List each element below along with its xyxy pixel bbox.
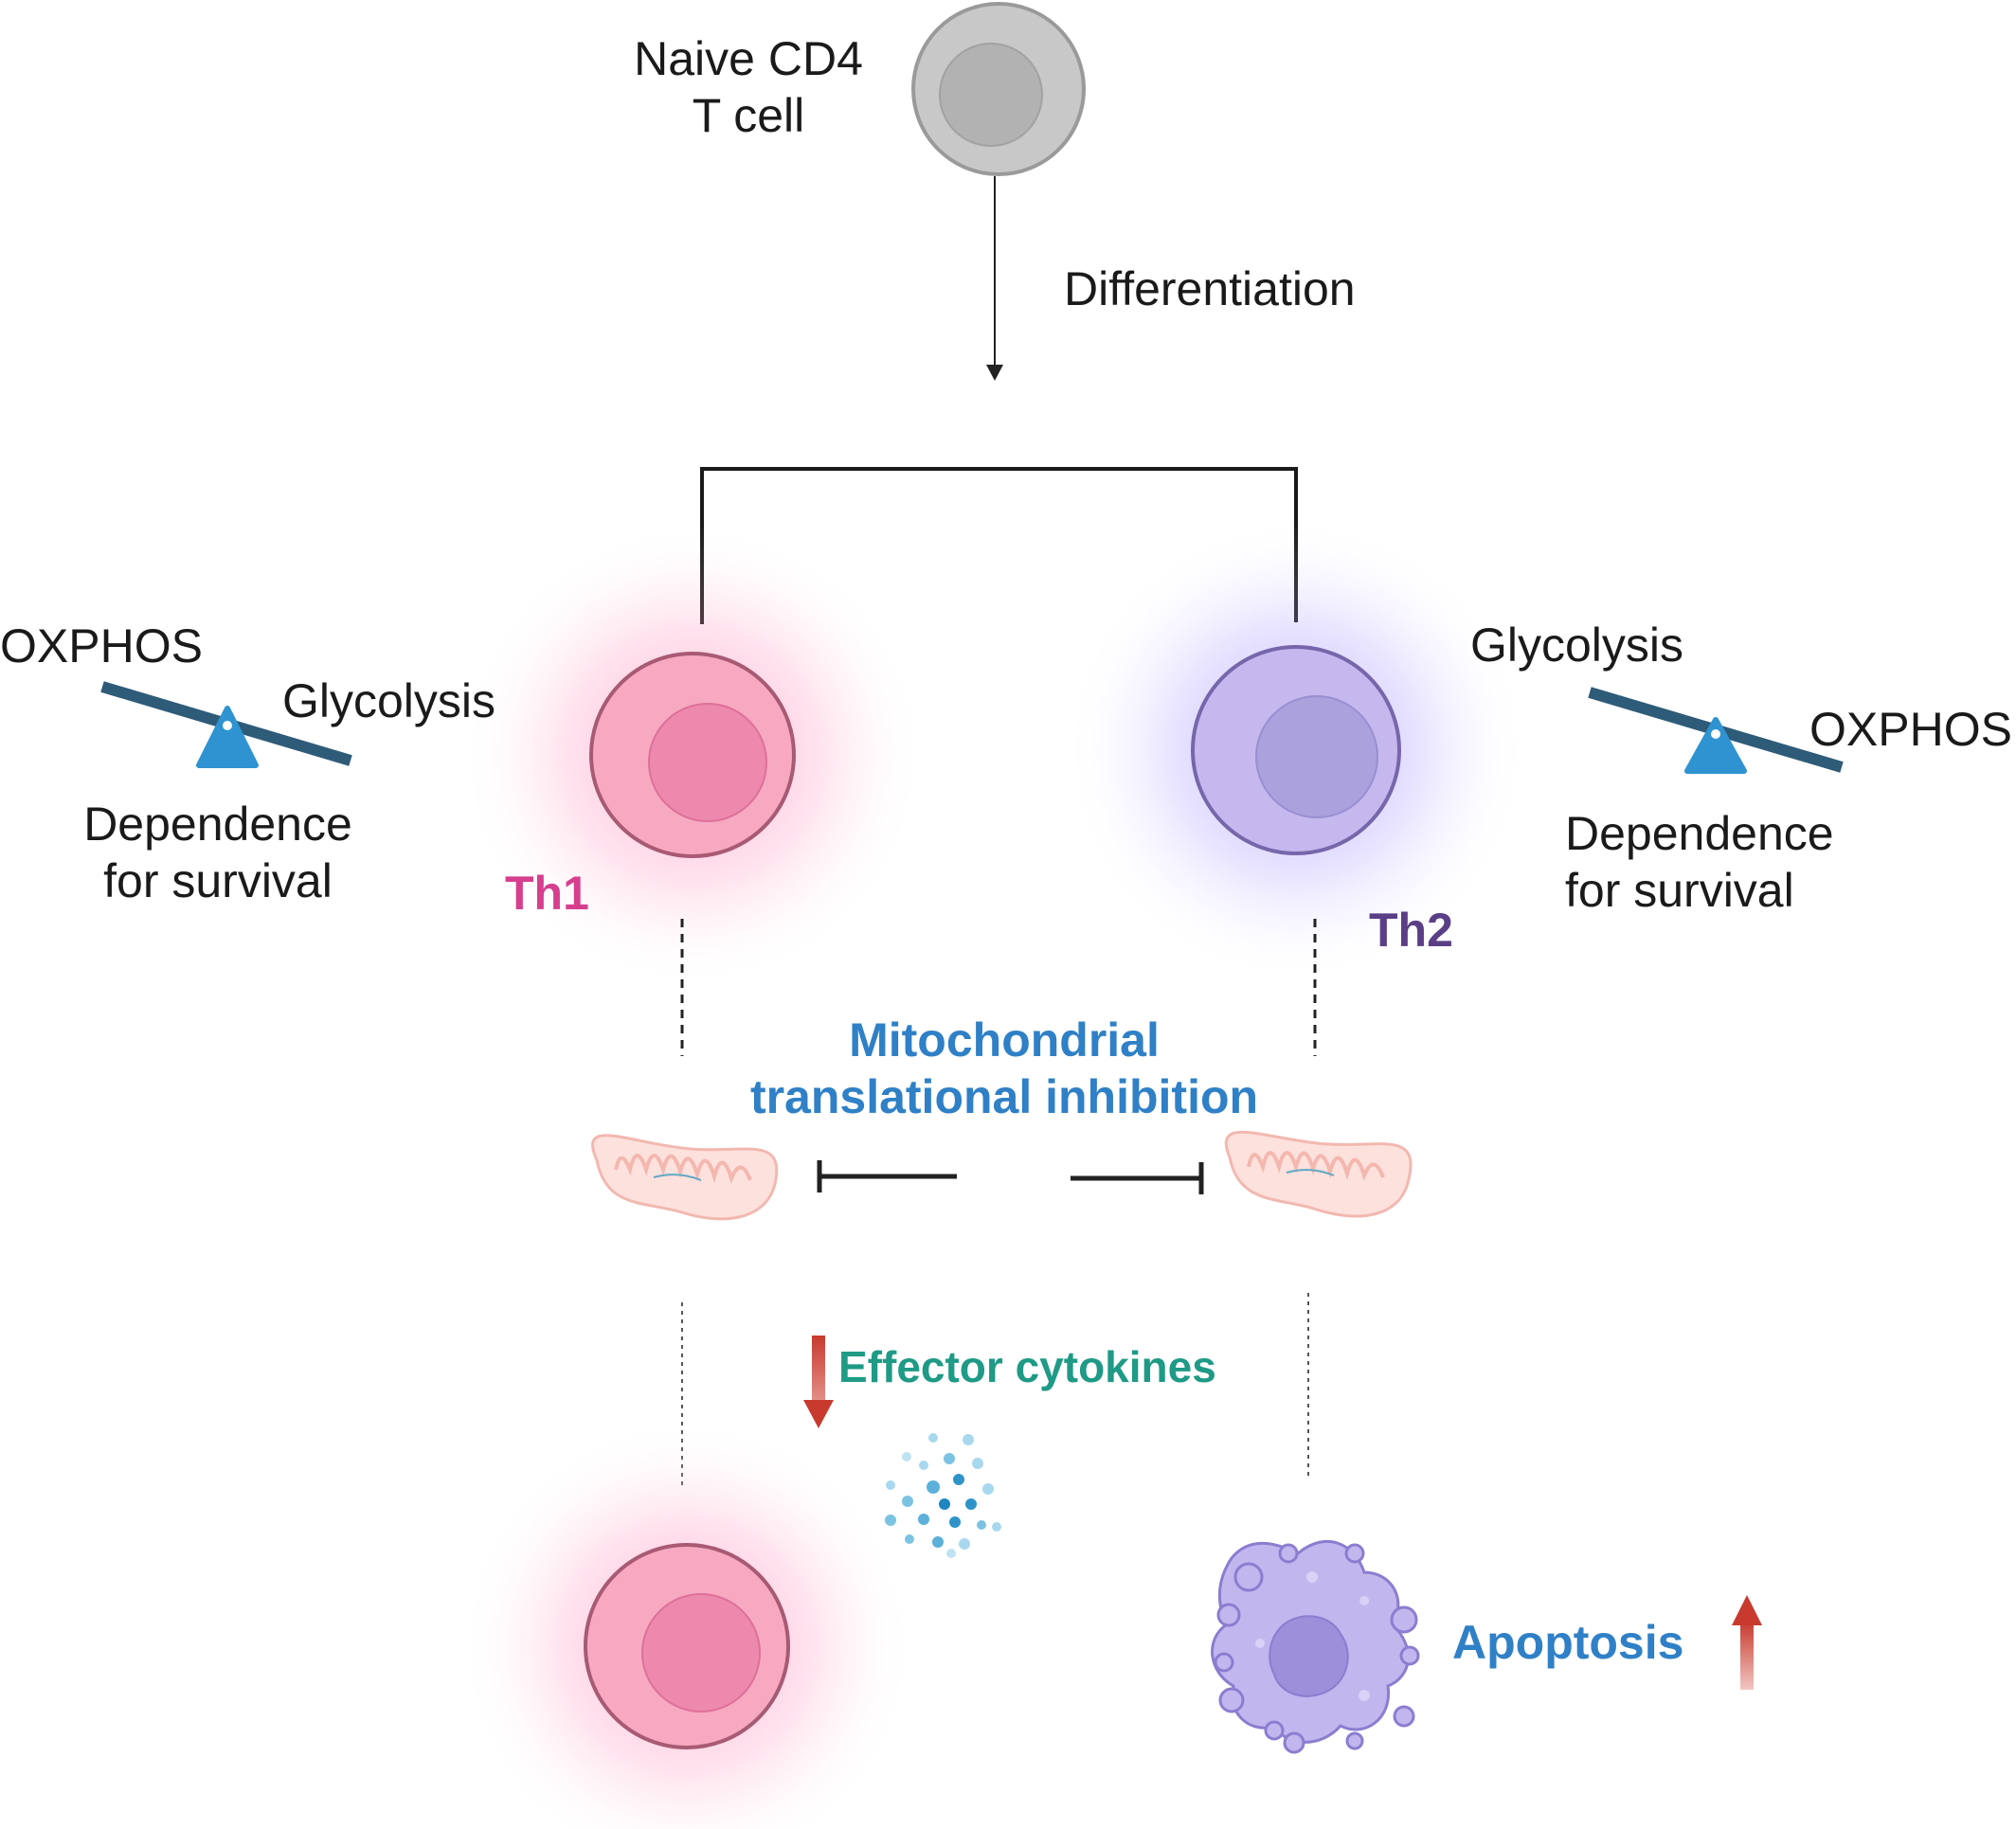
- mitochondrion-right-icon: [1224, 1130, 1413, 1218]
- right-caption-line2: for survival: [1565, 864, 1794, 917]
- mito-label-line2: translational inhibition: [749, 1070, 1259, 1123]
- mitochondrial-inhibition-label: Mitochondrial translational inhibition: [663, 1012, 1345, 1125]
- left-balance-icon: [100, 681, 352, 768]
- naive-cell-label: Naive CD4 T cell: [625, 30, 872, 144]
- right-balance-low-label: OXPHOS: [1809, 703, 2012, 756]
- left-balance-high-label: OXPHOS: [0, 619, 203, 672]
- increase-arrow-icon: [1732, 1595, 1762, 1690]
- left-caption-line1: Dependence: [83, 798, 352, 851]
- th1-cell-bottom: [459, 1419, 914, 1829]
- left-caption-line2: for survival: [103, 854, 333, 907]
- right-balance-icon: [1588, 687, 1844, 774]
- differentiation-label: Differentiation: [1064, 262, 1356, 315]
- mito-label-line1: Mitochondrial: [849, 1013, 1160, 1067]
- naive-label-line1: Naive CD4: [634, 32, 863, 85]
- right-dependence-caption: Dependence for survival: [1565, 805, 1834, 919]
- inhibition-symbol-right: [1071, 1162, 1204, 1194]
- naive-label-line2: T cell: [692, 89, 805, 142]
- inhibition-symbol-left: [817, 1160, 957, 1192]
- decrease-arrow-icon: [803, 1336, 834, 1428]
- right-balance-high-label: Glycolysis: [1470, 619, 1684, 672]
- th2-label: Th2: [1369, 904, 1453, 957]
- naive-t-cell: [911, 2, 1086, 176]
- left-dependence-caption: Dependence for survival: [57, 796, 379, 909]
- mitochondrion-left-icon: [591, 1134, 779, 1221]
- differentiation-arrow: [986, 176, 1003, 381]
- apoptosis-label: Apoptosis: [1452, 1616, 1684, 1669]
- cytokine-particles-icon: [885, 1433, 1001, 1558]
- right-caption-line1: Dependence: [1565, 807, 1834, 860]
- th2-cell: [1064, 518, 1528, 982]
- apoptotic-cell-icon: [1211, 1539, 1420, 1754]
- th1-label: Th1: [505, 867, 589, 920]
- left-balance-low-label: Glycolysis: [282, 674, 496, 727]
- effector-cytokines-label: Effector cytokines: [838, 1342, 1216, 1391]
- th1-cell: [460, 523, 925, 987]
